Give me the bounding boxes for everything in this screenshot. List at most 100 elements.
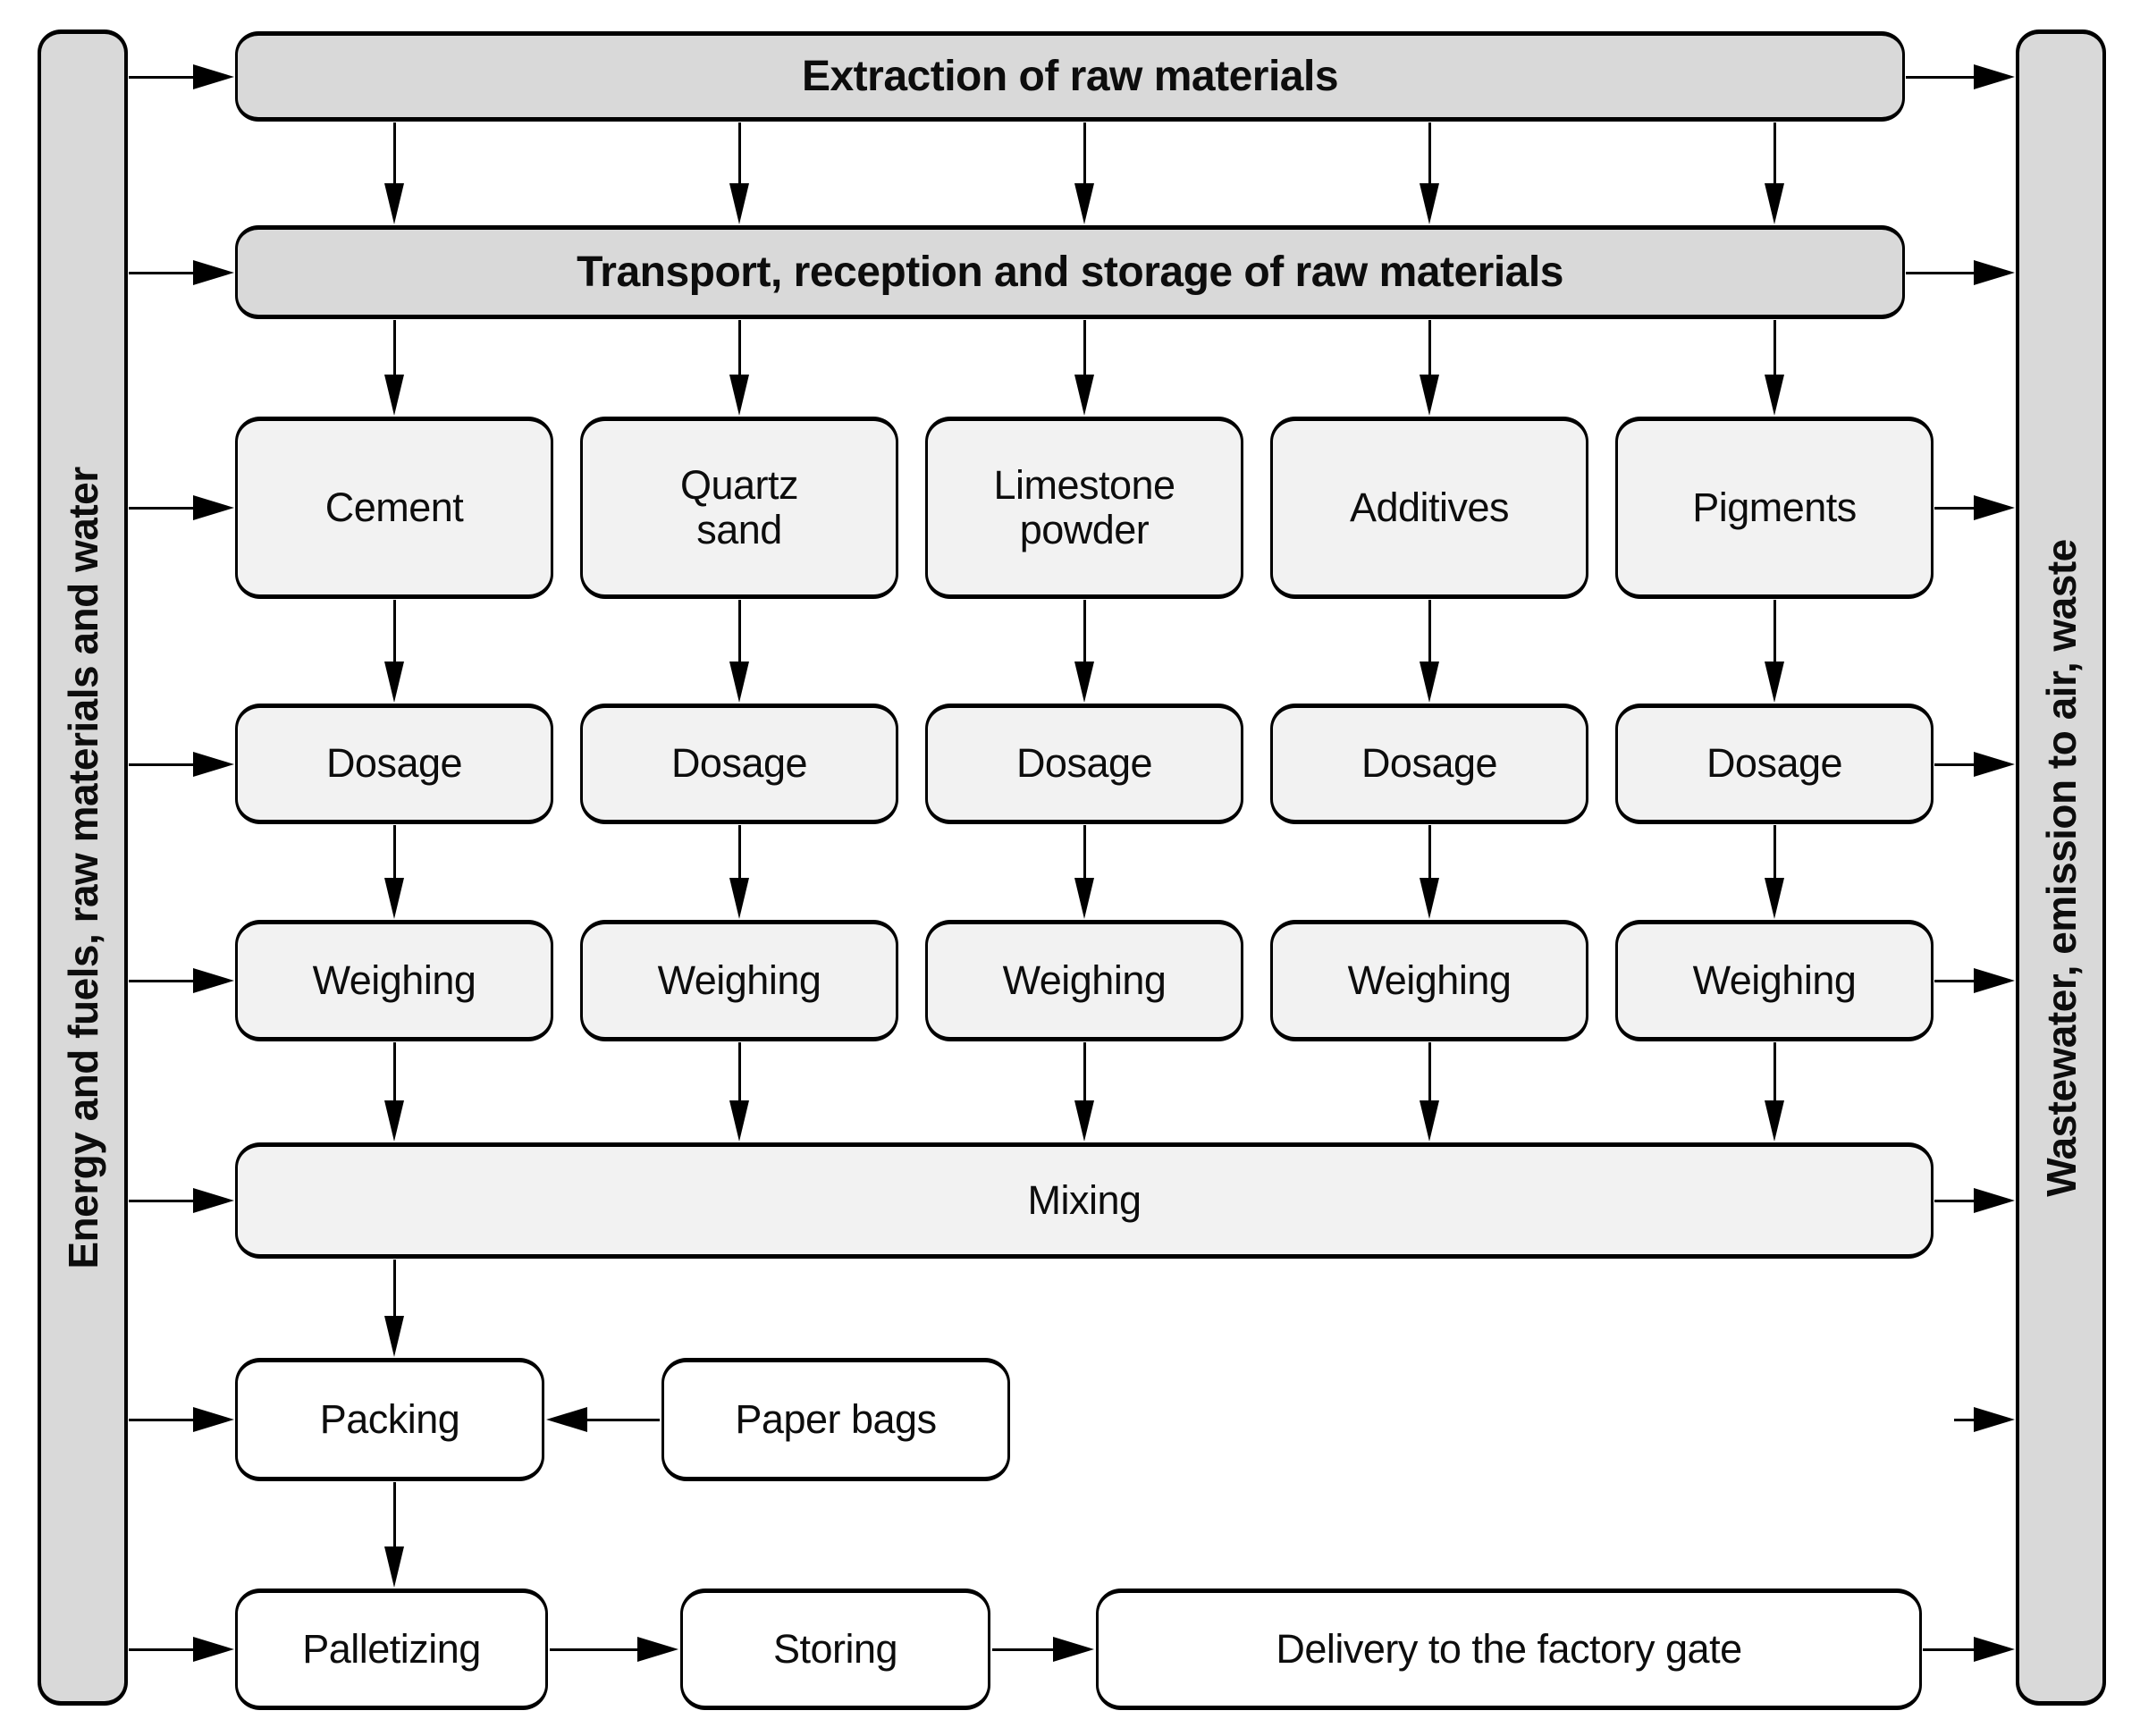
- arrow-stem: [129, 506, 197, 510]
- flow-arrow-down: [1420, 1042, 1439, 1142]
- arrow-head: [1765, 375, 1784, 416]
- arrow-head: [193, 1407, 234, 1432]
- material-box-additives: Additives: [1270, 417, 1588, 599]
- arrow-stem: [550, 1648, 641, 1651]
- arrow-stem: [1083, 600, 1086, 663]
- arrow-stem: [737, 600, 741, 663]
- arrow-stem: [1428, 320, 1431, 376]
- arrow-stem: [737, 122, 741, 185]
- flow-arrow-down: [384, 600, 404, 703]
- arrow-head: [384, 1100, 404, 1142]
- flow-arrow-down: [1074, 320, 1094, 416]
- arrow-stem: [1934, 506, 1977, 510]
- arrow-head: [1074, 878, 1094, 919]
- arrow-stem: [392, 320, 396, 376]
- arrow-stem: [129, 1199, 197, 1202]
- flow-arrow-down: [1765, 122, 1784, 224]
- flow-arrow-right: [1923, 1637, 2015, 1662]
- arrow-stem: [392, 122, 396, 185]
- flow-arrow-right: [129, 1637, 234, 1662]
- arrow-stem: [584, 1418, 660, 1421]
- arrow-stem: [129, 763, 197, 766]
- arrow-stem: [392, 1482, 396, 1548]
- arrow-stem: [1083, 825, 1086, 880]
- arrow-stem: [129, 75, 197, 79]
- arrow-head: [637, 1637, 678, 1662]
- arrow-head: [1074, 1100, 1094, 1142]
- arrow-head: [193, 1637, 234, 1662]
- flow-arrow-right: [129, 1407, 234, 1432]
- flow-arrow-down: [384, 825, 404, 919]
- flow-arrow-down: [1074, 825, 1094, 919]
- arrow-head: [384, 183, 404, 224]
- weighing-box-3: Weighing: [925, 920, 1243, 1041]
- arrow-head: [193, 495, 234, 520]
- weighing-box-4: Weighing: [1270, 920, 1588, 1041]
- arrow-head: [1765, 878, 1784, 919]
- flow-arrow-right: [129, 260, 234, 285]
- arrow-head: [384, 878, 404, 919]
- arrow-head: [729, 662, 749, 703]
- flow-arrow-down: [729, 825, 749, 919]
- arrow-head: [1420, 1100, 1439, 1142]
- flow-arrow-down: [384, 1042, 404, 1142]
- arrow-stem: [1773, 600, 1776, 663]
- arrow-head: [1420, 878, 1439, 919]
- flow-arrow-right: [992, 1637, 1094, 1662]
- right-output-bar: Wastewater, emission to air, waste: [2016, 29, 2106, 1706]
- dosage-box-3: Dosage: [925, 704, 1243, 824]
- flow-arrow-down: [729, 320, 749, 416]
- extraction-box: Extraction of raw materials: [235, 31, 1905, 122]
- arrow-stem: [392, 1042, 396, 1102]
- flow-arrow-right: [129, 752, 234, 777]
- flow-arrow-right: [1934, 968, 2015, 993]
- packing-box: Packing: [235, 1358, 544, 1481]
- arrow-head: [729, 375, 749, 416]
- arrow-head: [729, 183, 749, 224]
- arrow-head: [384, 1546, 404, 1588]
- arrow-head: [1420, 375, 1439, 416]
- arrow-head: [1974, 1407, 2015, 1432]
- arrow-stem: [129, 1648, 197, 1651]
- arrow-stem: [1083, 320, 1086, 376]
- arrow-head: [384, 1316, 404, 1357]
- flow-arrow-down: [1074, 1042, 1094, 1142]
- arrow-head: [1974, 1188, 2015, 1213]
- flow-arrow-down: [729, 600, 749, 703]
- flow-arrow-left: [546, 1407, 660, 1432]
- flow-arrow-right: [1906, 64, 2015, 89]
- arrow-head: [546, 1407, 587, 1432]
- arrow-head: [1074, 183, 1094, 224]
- arrow-head: [193, 260, 234, 285]
- arrow-head: [1420, 183, 1439, 224]
- material-box-pigments: Pigments: [1615, 417, 1934, 599]
- arrow-stem: [392, 825, 396, 880]
- flow-arrow-down: [1074, 122, 1094, 224]
- arrow-head: [1974, 495, 2015, 520]
- arrow-stem: [737, 825, 741, 880]
- arrow-stem: [737, 1042, 741, 1102]
- flow-arrow-right: [550, 1637, 678, 1662]
- dosage-box-1: Dosage: [235, 704, 553, 824]
- material-box-cement: Cement: [235, 417, 553, 599]
- arrow-head: [193, 64, 234, 89]
- arrow-stem: [1083, 1042, 1086, 1102]
- mixing-box: Mixing: [235, 1142, 1934, 1259]
- flow-arrow-down: [1765, 1042, 1784, 1142]
- flow-arrow-down: [1420, 320, 1439, 416]
- flow-arrow-down: [729, 1042, 749, 1142]
- flow-arrow-right: [129, 495, 234, 520]
- arrow-head: [1765, 662, 1784, 703]
- arrow-stem: [129, 1418, 197, 1421]
- arrow-stem: [1773, 320, 1776, 376]
- flow-arrow-right: [129, 968, 234, 993]
- arrow-head: [1420, 662, 1439, 703]
- flow-arrow-right: [1934, 1188, 2015, 1213]
- arrow-stem: [1934, 1199, 1977, 1202]
- transport-box: Transport, reception and storage of raw …: [235, 225, 1905, 319]
- weighing-box-5: Weighing: [1615, 920, 1934, 1041]
- arrow-stem: [129, 979, 197, 982]
- arrow-head: [1974, 64, 2015, 89]
- arrow-stem: [1428, 825, 1431, 880]
